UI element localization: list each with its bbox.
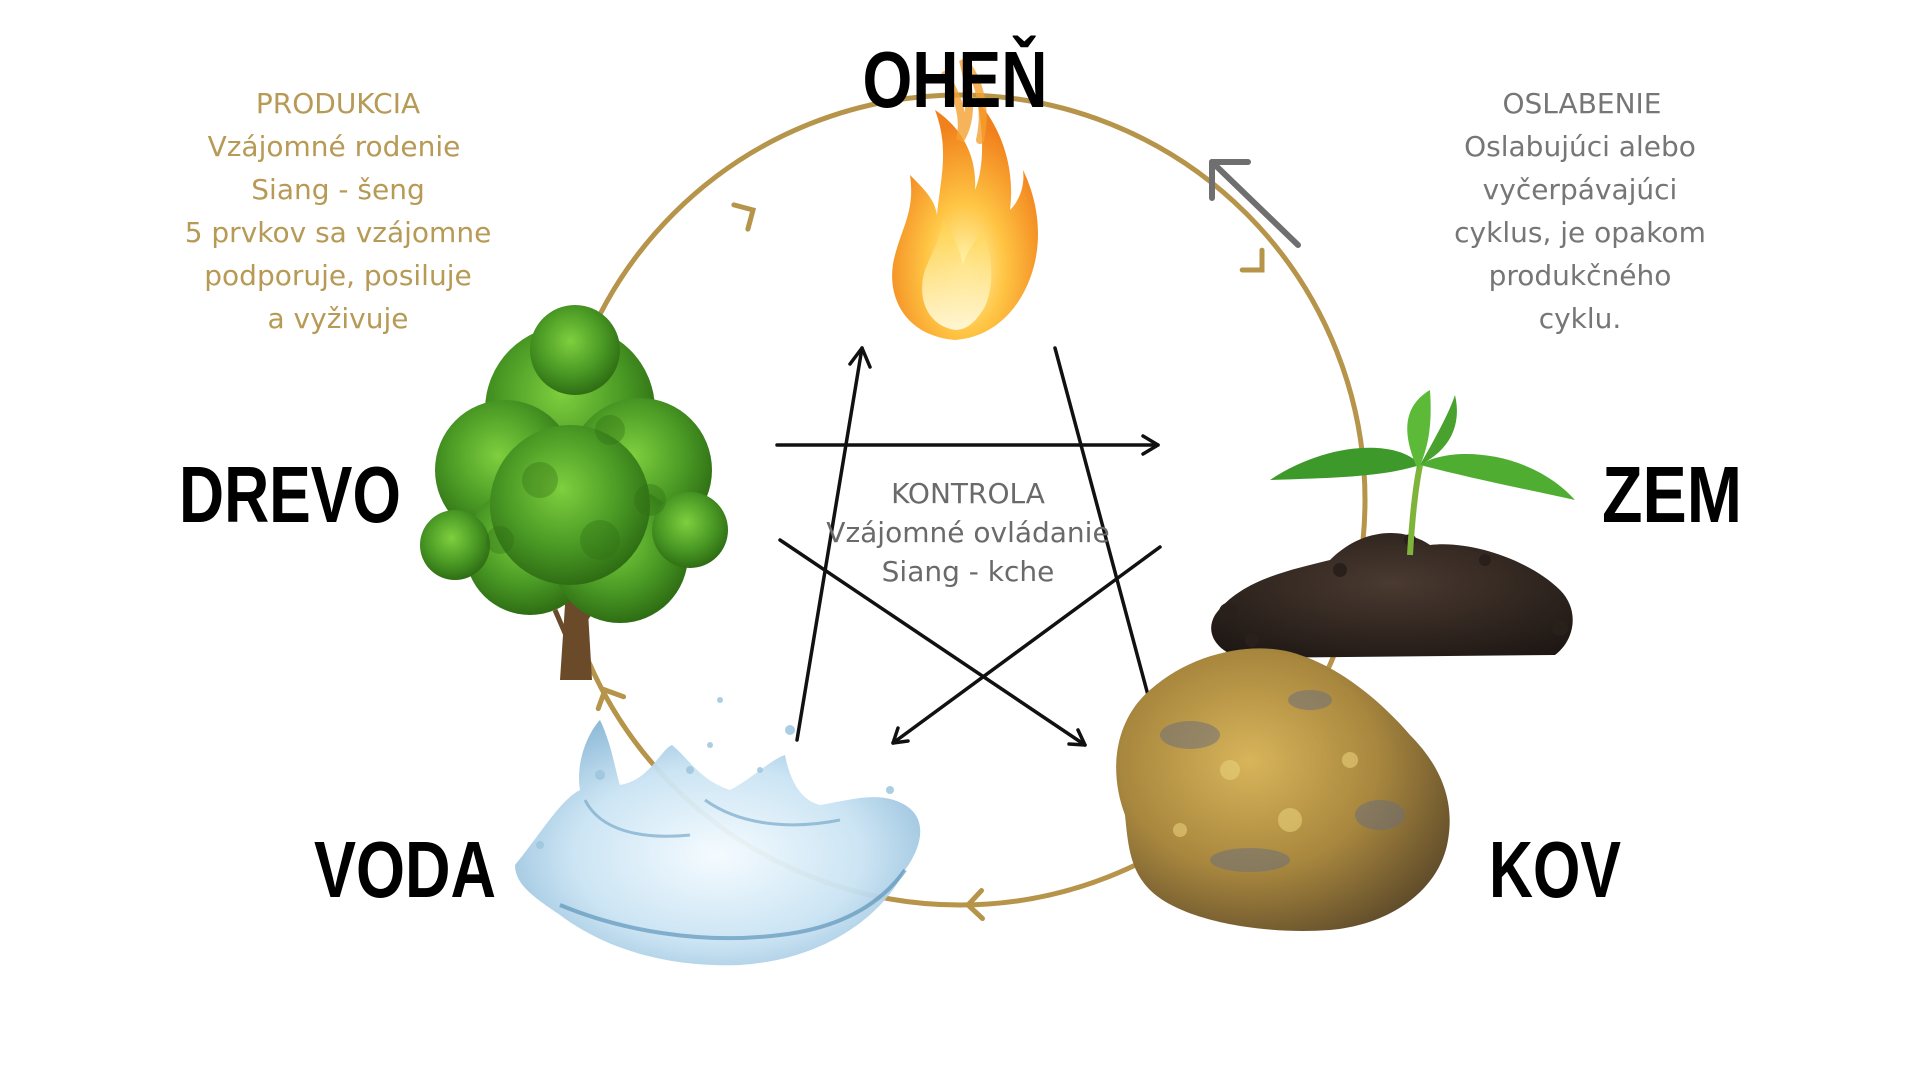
sprout-soil-icon <box>1211 390 1575 658</box>
control-line: Vzájomné ovládanie <box>826 516 1109 549</box>
production-note: PRODUKCIA Vzájomné rodenie Siang - šeng … <box>185 87 492 335</box>
control-line: Siang - kche <box>882 555 1055 588</box>
control-arrow-fire-to-metal <box>1053 346 1162 742</box>
weakening-arrow <box>1209 159 1301 248</box>
production-line: podporuje, posiluje <box>204 259 471 292</box>
control-arrow-earth-to-water <box>891 545 1162 745</box>
tree-icon <box>420 305 728 680</box>
weakening-line: Oslabujúci alebo <box>1464 130 1696 163</box>
weakening-line: produkčného <box>1489 259 1672 292</box>
weakening-line: cyklus, je opakom <box>1454 216 1706 249</box>
production-line: Vzájomné rodenie <box>208 130 461 163</box>
control-note: KONTROLA Vzájomné ovládanie Siang - kche <box>826 477 1109 588</box>
element-label-earth: ZEM <box>1602 450 1742 539</box>
element-label-wood: DREVO <box>179 450 401 539</box>
water-splash-icon <box>515 697 921 966</box>
production-line: 5 prvkov sa vzájomne <box>185 216 492 249</box>
weakening-title: OSLABENIE <box>1502 87 1661 120</box>
control-arrow-metal-to-wood <box>778 538 1087 747</box>
chevron-wood-to-fire <box>731 202 757 232</box>
chevron-metal-to-water <box>964 888 985 922</box>
production-line: Siang - šeng <box>251 173 424 206</box>
flame-icon <box>892 57 1038 340</box>
weakening-line: vyčerpávajúci <box>1483 173 1678 206</box>
rock-icon <box>1116 648 1450 931</box>
element-label-water: VODA <box>314 825 496 914</box>
production-line: a vyživuje <box>268 302 409 335</box>
element-label-fire: OHEŇ <box>863 35 1048 124</box>
control-title: KONTROLA <box>891 477 1045 510</box>
weakening-note: OSLABENIE Oslabujúci alebo vyčerpávajúci… <box>1454 87 1706 335</box>
control-arrows <box>775 346 1165 747</box>
production-title: PRODUKCIA <box>256 87 420 120</box>
control-arrow-water-to-fire <box>795 346 864 742</box>
element-label-metal: KOV <box>1489 825 1621 914</box>
weakening-line: cyklu. <box>1539 302 1622 335</box>
chevron-fire-to-earth <box>1239 247 1265 273</box>
chevron-water-to-wood <box>595 686 627 712</box>
